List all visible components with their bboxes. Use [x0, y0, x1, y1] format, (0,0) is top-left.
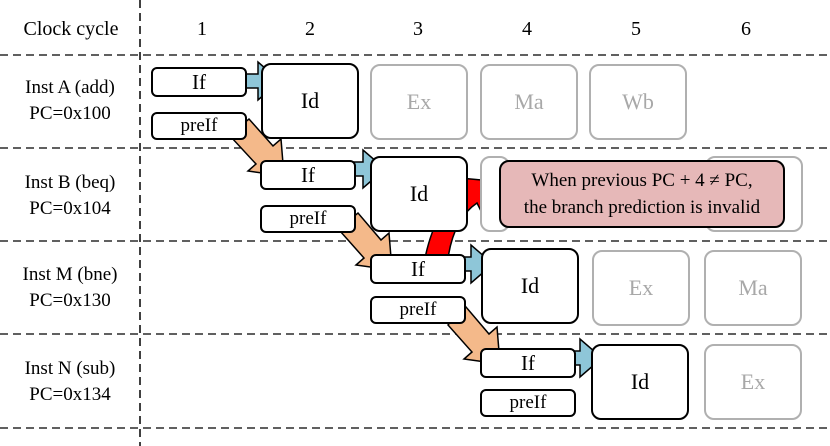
note-line-1: When previous PC + 4 ≠ PC, — [531, 170, 753, 191]
stage-if: If — [370, 254, 466, 284]
cycle-number: 3 — [413, 18, 423, 40]
stage-ex: Ex — [370, 64, 468, 140]
branch-prediction-note: When previous PC + 4 ≠ PC, the branch pr… — [499, 160, 785, 228]
row-label-inst-m: Inst M (bne) PC=0x130 — [0, 262, 140, 314]
cycle-number: 5 — [631, 18, 641, 40]
stage-if: If — [151, 67, 247, 97]
row-label-inst-b: Inst B (beq) PC=0x104 — [0, 170, 140, 222]
stage-ex: Ex — [592, 250, 690, 326]
stage-ma: Ma — [704, 250, 802, 326]
cycle-number: 6 — [741, 18, 751, 40]
stage-preif: preIf — [480, 389, 576, 417]
stage-ma: Ma — [480, 64, 578, 140]
instruction-name: Inst M (bne) — [22, 264, 118, 285]
instruction-pc: PC=0x104 — [29, 198, 111, 219]
instruction-name: Inst N (sub) — [24, 358, 116, 379]
row-label-inst-n: Inst N (sub) PC=0x134 — [0, 356, 140, 408]
stage-preif: preIf — [260, 205, 356, 233]
instruction-pc: PC=0x100 — [29, 103, 111, 124]
instruction-pc: PC=0x134 — [29, 384, 111, 405]
row-label-inst-a: Inst A (add) PC=0x100 — [0, 75, 140, 127]
stage-id: Id — [261, 63, 359, 139]
stage-id: Id — [481, 248, 579, 324]
cycle-number: 4 — [522, 18, 532, 40]
instruction-pc: PC=0x130 — [29, 290, 111, 311]
cycle-number: 2 — [305, 18, 315, 40]
stage-if: If — [480, 348, 576, 378]
instruction-name: Inst A (add) — [25, 77, 115, 98]
stage-if: If — [260, 160, 356, 190]
note-line-2: the branch prediction is invalid — [523, 197, 761, 218]
stage-preif: preIf — [151, 112, 247, 140]
cycle-number: 1 — [197, 18, 207, 40]
instruction-name: Inst B (beq) — [24, 172, 116, 193]
stage-preif: preIf — [370, 296, 466, 324]
stage-wb: Wb — [589, 64, 687, 140]
stage-ex: Ex — [704, 344, 802, 420]
clock-cycle-label: Clock cycle — [23, 18, 119, 40]
stage-id: Id — [370, 156, 468, 232]
stage-id: Id — [591, 344, 689, 420]
